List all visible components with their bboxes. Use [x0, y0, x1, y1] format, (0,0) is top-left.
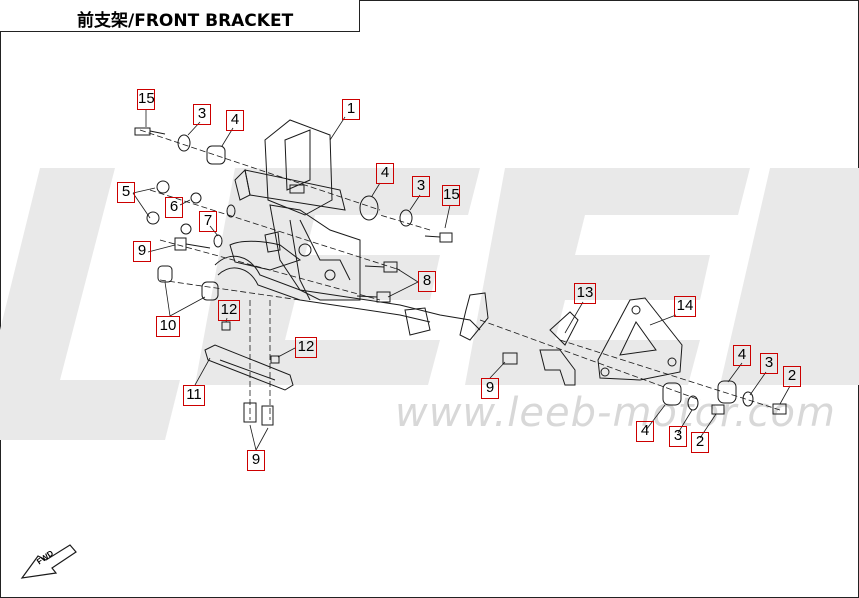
callout-3[interactable]: 3 [412, 176, 430, 197]
callout-2[interactable]: 2 [691, 432, 709, 453]
page-title: 前支架/FRONT BRACKET [77, 11, 294, 31]
callout-9[interactable]: 9 [247, 450, 265, 471]
callout-9[interactable]: 9 [133, 241, 151, 262]
callout-13[interactable]: 13 [574, 283, 596, 304]
callout-12[interactable]: 12 [295, 337, 317, 358]
callout-10[interactable]: 10 [156, 316, 180, 337]
callout-3[interactable]: 3 [193, 104, 211, 125]
fwd-arrow [20, 544, 77, 579]
callout-12[interactable]: 12 [218, 300, 240, 321]
callout-1[interactable]: 1 [342, 99, 360, 120]
callout-5[interactable]: 5 [117, 182, 135, 203]
title-box: 前支架/FRONT BRACKET [0, 0, 360, 32]
part-11-plate [204, 344, 294, 391]
part-13-bracket [539, 311, 579, 386]
part-14-triangle [597, 297, 683, 381]
callout-4[interactable]: 4 [733, 345, 751, 366]
callout-6[interactable]: 6 [165, 197, 183, 218]
main-frame [214, 204, 489, 341]
callout-7[interactable]: 7 [199, 211, 217, 232]
callout-15[interactable]: 15 [137, 89, 155, 110]
watermark-url: www.leeb-motor.com [395, 390, 836, 436]
callout-4[interactable]: 4 [226, 110, 244, 131]
callout-14[interactable]: 14 [674, 296, 696, 317]
callout-15[interactable]: 15 [442, 185, 460, 206]
callout-8[interactable]: 8 [418, 271, 436, 292]
callout-2[interactable]: 2 [783, 366, 801, 387]
callout-11[interactable]: 11 [183, 385, 205, 406]
part-1-bracket [234, 119, 346, 216]
callout-9[interactable]: 9 [481, 378, 499, 399]
callout-3[interactable]: 3 [760, 353, 778, 374]
callout-3[interactable]: 3 [669, 426, 687, 447]
callout-4[interactable]: 4 [376, 163, 394, 184]
callout-4[interactable]: 4 [636, 421, 654, 442]
